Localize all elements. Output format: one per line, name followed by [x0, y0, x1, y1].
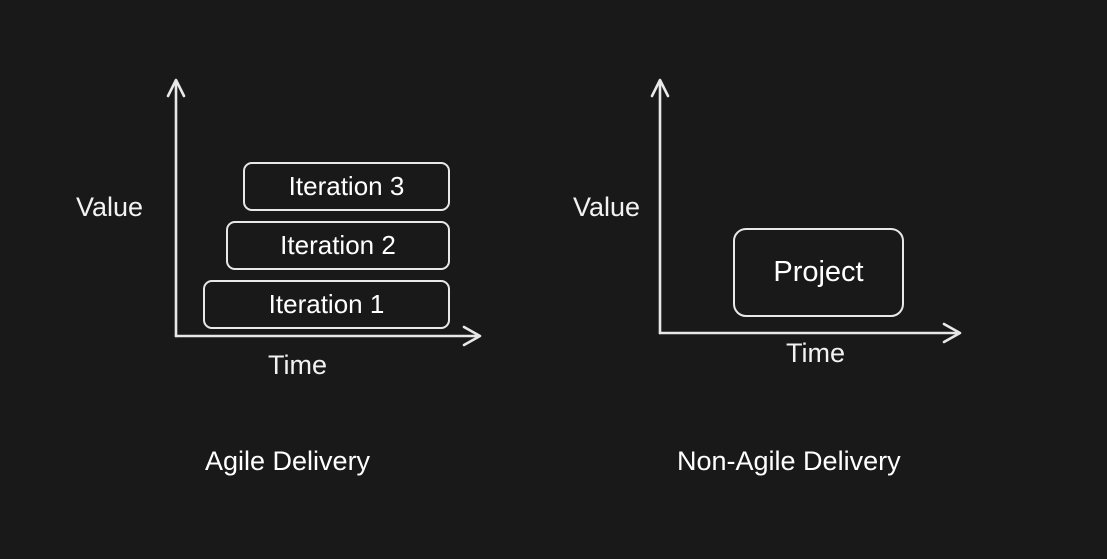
iteration-2-box[interactable]: Iteration 2: [226, 221, 450, 270]
non-agile-delivery-caption: Non-Agile Delivery: [677, 446, 901, 476]
iteration-3-box[interactable]: Iteration 3: [243, 162, 450, 211]
agile-y-axis-label: Value: [76, 192, 144, 222]
nonagile-x-axis-label: Time: [786, 338, 845, 368]
project-box[interactable]: Project: [733, 228, 904, 317]
iteration-1-box[interactable]: Iteration 1: [203, 280, 450, 329]
agile-delivery-caption: Agile Delivery: [205, 446, 371, 476]
nonagile-y-axis-label: Value: [573, 192, 641, 222]
agile-x-axis-label: Time: [268, 350, 327, 380]
